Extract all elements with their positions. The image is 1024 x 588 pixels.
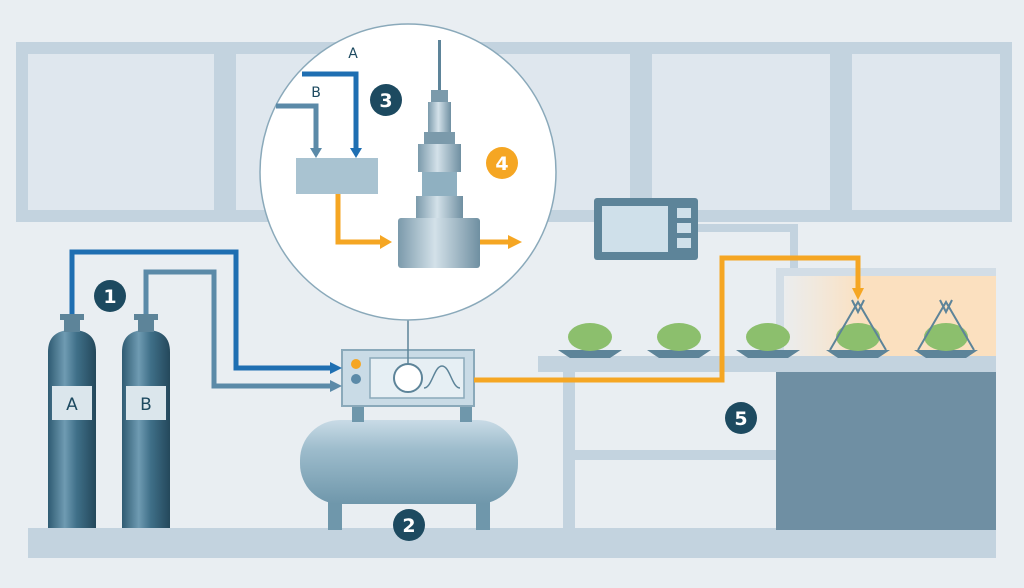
cylinder-b-label: B (140, 395, 152, 415)
svg-text:1: 1 (103, 286, 116, 308)
svg-text:2: 2 (402, 515, 415, 537)
control-display-icon (594, 198, 798, 268)
flow-sensor-callout (259, 23, 557, 321)
callout-label-b: B (311, 85, 321, 101)
svg-text:5: 5 (734, 408, 747, 430)
flow-sensor-icon (398, 40, 480, 268)
gas-cylinder-icon (48, 314, 170, 528)
gas-lines (69, 249, 342, 392)
packaging-tray-icon (558, 299, 978, 358)
cylinder-a-label: A (66, 395, 78, 415)
step-badge-5: 5 (725, 402, 757, 434)
callout-label-a: A (348, 46, 358, 62)
conveyor-table (538, 268, 996, 530)
svg-text:4: 4 (495, 153, 508, 175)
mixed-gas-line (474, 255, 864, 383)
step-badge-1: 1 (94, 280, 126, 312)
buffer-tank-icon (300, 404, 518, 530)
step-badge-2: 2 (393, 509, 425, 541)
step-badge-3: 3 (370, 84, 402, 116)
svg-text:3: 3 (379, 90, 392, 112)
step-badge-4: 4 (486, 147, 518, 179)
floor (28, 528, 996, 558)
